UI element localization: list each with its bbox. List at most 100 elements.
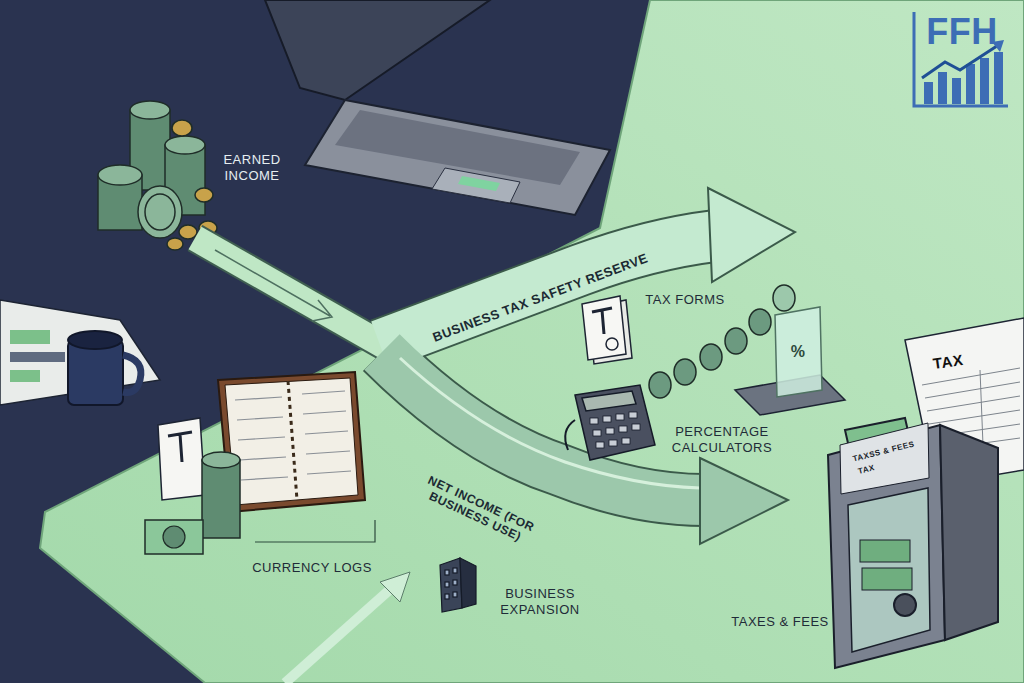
document-row — [925, 382, 1020, 398]
building-window — [445, 582, 449, 587]
safe-side — [940, 425, 998, 640]
calculator-body — [575, 385, 655, 460]
safe-window — [848, 488, 930, 652]
coin-ring — [145, 194, 175, 230]
mug-rim — [68, 331, 122, 349]
form-stamp — [606, 338, 618, 350]
reserve-band — [380, 236, 715, 345]
ledger-line — [241, 477, 288, 480]
gold-coin — [167, 238, 183, 250]
ledger-line — [235, 397, 282, 400]
expansion-shaft — [285, 585, 395, 683]
document-row — [927, 396, 1020, 411]
building-window — [445, 570, 449, 575]
desk-items — [0, 300, 160, 405]
logo-bar — [952, 78, 961, 104]
expansion-head — [380, 572, 410, 602]
band-outline — [380, 236, 715, 345]
ledger-line — [306, 451, 350, 454]
calculator-key — [603, 416, 611, 422]
receipt-paper — [158, 418, 205, 500]
coin — [674, 359, 696, 385]
ledger-line — [240, 457, 286, 460]
coin-face — [138, 186, 182, 238]
flow-label: BUSINESS EXPANSION — [485, 586, 595, 617]
form-sheet — [582, 296, 626, 360]
gold-coin — [195, 188, 213, 202]
calculator-key — [609, 440, 617, 446]
laptop-trackpad — [432, 168, 520, 203]
flow-label: PERCENTAGE CALCULATORS — [662, 424, 782, 455]
coin — [749, 309, 771, 335]
income-band — [195, 238, 388, 348]
expansion-arrow — [285, 572, 410, 683]
logo-text: FFH — [926, 10, 997, 53]
calculator-key — [596, 442, 604, 448]
calculator-key — [590, 418, 598, 424]
logo-bar — [938, 72, 947, 104]
ledger-line — [302, 391, 345, 394]
receipt-mark — [168, 432, 192, 462]
trackpad-glow — [458, 176, 500, 191]
report-bar — [10, 330, 50, 344]
laptop-lid — [265, 0, 490, 100]
ledger-line — [303, 411, 346, 414]
ledger-line — [238, 437, 285, 440]
calculator-key — [593, 430, 601, 436]
building-window — [453, 568, 457, 573]
calculator-keys — [590, 412, 640, 448]
net-income-arrowhead — [700, 458, 788, 544]
report-paper — [0, 300, 160, 405]
currency-logs-group — [145, 372, 375, 554]
report-bar — [10, 352, 65, 362]
flow-bands — [195, 236, 715, 500]
tax-forms-icon — [582, 296, 632, 364]
calculator-key — [629, 412, 637, 418]
bank-note — [145, 520, 203, 554]
band-streak — [400, 358, 700, 488]
green-plane — [40, 0, 1024, 683]
coin-stack — [202, 460, 240, 538]
ledger-lines — [235, 391, 351, 480]
calculator — [565, 385, 655, 460]
coin — [649, 372, 671, 398]
form-mark — [592, 308, 612, 334]
laptop — [265, 0, 610, 215]
laptop-base — [305, 100, 610, 215]
coin — [773, 285, 795, 311]
coin-stacks — [98, 101, 217, 250]
calculator-key — [622, 438, 630, 444]
flow-label: CURRENCY LOGS — [252, 560, 372, 576]
gold-coin — [179, 225, 197, 239]
logo-bar — [966, 64, 975, 104]
mug-handle — [123, 355, 141, 393]
flow-label: TAXES & FEES — [731, 614, 829, 630]
calculator-key — [616, 414, 624, 420]
calculator-key — [632, 424, 640, 430]
gold-coin — [172, 120, 192, 136]
percentage-screen — [735, 307, 845, 415]
safe-dial — [894, 594, 916, 616]
ledger-line — [237, 417, 283, 420]
document-row — [929, 410, 1020, 424]
safe-cash — [862, 568, 912, 590]
band-outline — [195, 238, 388, 348]
ledger-spiral — [288, 381, 297, 500]
coin-top — [165, 136, 205, 154]
coin — [700, 344, 722, 370]
ledger-line — [307, 471, 351, 474]
safe — [828, 418, 998, 668]
ledger-line — [305, 431, 348, 434]
coin — [725, 328, 747, 354]
coin-top — [202, 452, 240, 468]
building-side — [460, 558, 476, 608]
logo-bar — [924, 82, 933, 104]
safe-cash — [860, 540, 910, 562]
logo-bar — [994, 52, 1003, 104]
band-arrow-line — [215, 250, 332, 321]
safe-plate — [840, 423, 929, 494]
coin-top — [98, 165, 142, 185]
